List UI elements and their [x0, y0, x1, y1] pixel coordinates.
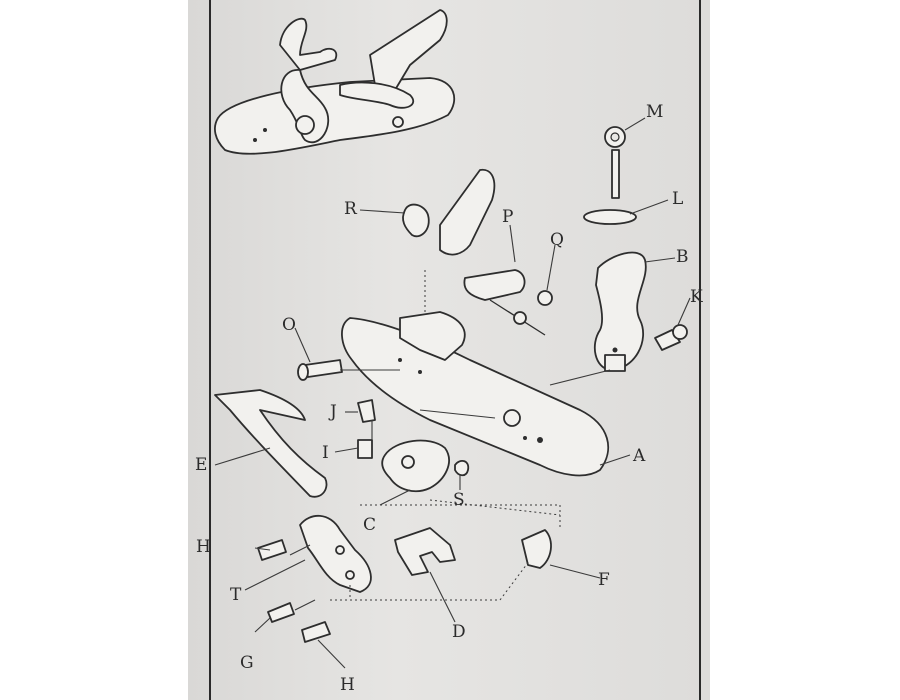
mainspring: [214, 389, 328, 498]
label-F: F: [598, 570, 610, 590]
bridle: [299, 514, 372, 593]
sear-spring-F: [521, 529, 552, 569]
label-B: B: [676, 247, 689, 267]
washer: [583, 209, 637, 225]
label-I: I: [322, 443, 329, 463]
sear-screw: [357, 399, 376, 423]
label-D: D: [452, 622, 466, 642]
spring-screw: [537, 290, 553, 306]
label-Q: Q: [550, 230, 564, 250]
label-T: T: [230, 585, 242, 605]
label-A: A: [632, 446, 646, 466]
label-O: O: [282, 315, 296, 335]
small-pin: [454, 459, 470, 477]
bridle-screw-top: [257, 539, 287, 561]
part-labels: R P Q M L B K O J I E C S A F H T G H D: [195, 102, 703, 695]
label-P: P: [502, 207, 513, 227]
label-S: S: [453, 490, 465, 510]
label-L: L: [672, 189, 683, 209]
label-G: G: [240, 653, 254, 673]
sear: [394, 527, 456, 576]
sear-spring: [357, 439, 373, 459]
label-K: K: [690, 287, 703, 307]
label-J: J: [328, 402, 337, 422]
bridle-screw: [304, 359, 343, 378]
pan: [399, 311, 466, 361]
label-E: E: [195, 455, 207, 475]
lock-plate: [341, 317, 609, 477]
label-R: R: [344, 199, 358, 219]
label-H-top: H: [196, 537, 211, 557]
tumbler: [381, 439, 450, 492]
cock-screw-shaft: [611, 149, 620, 199]
frizzen: [439, 168, 496, 256]
label-C: C: [363, 515, 376, 535]
label-leaders: [214, 117, 691, 669]
label-H-bottom: H: [340, 675, 355, 695]
plate-hole: [503, 409, 521, 427]
assembled-lock-illustration: [214, 9, 456, 155]
cock: [593, 251, 647, 371]
bridle-screw-G: [267, 602, 295, 623]
label-M: M: [646, 102, 663, 122]
assembly-lines: [289, 270, 611, 611]
frizzen-spring: [463, 269, 526, 301]
bridle-screw-bottom: [301, 621, 331, 643]
